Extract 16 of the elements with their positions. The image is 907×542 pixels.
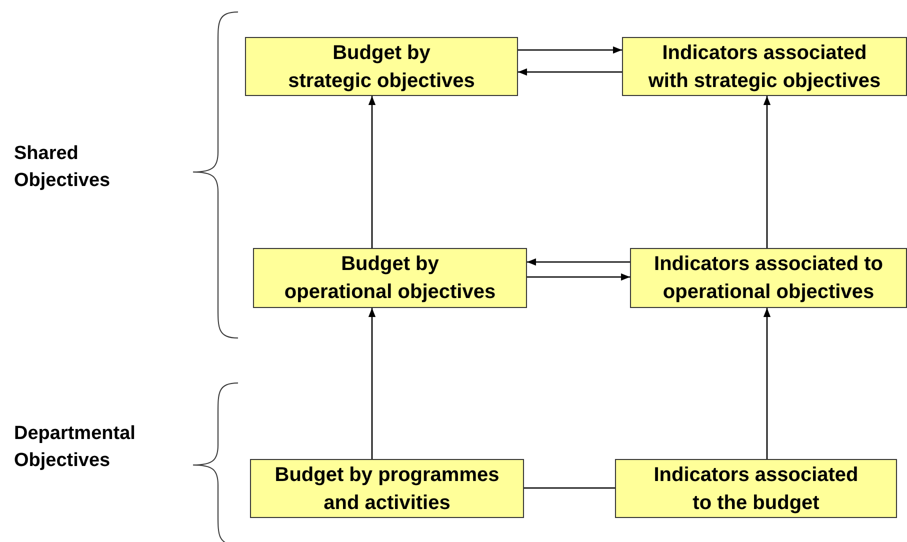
group-label: Departmental Objectives	[14, 422, 136, 473]
arrow	[763, 96, 771, 248]
arrow	[518, 46, 622, 54]
process-box: Indicators associated to the budget	[615, 459, 897, 518]
arrow	[527, 273, 630, 281]
process-box: Budget by strategic objectives	[245, 37, 518, 96]
process-box: Indicators associated with strategic objectives	[622, 37, 907, 96]
arrow	[368, 96, 376, 248]
arrow	[763, 308, 771, 459]
process-box: Indicators associated to operational objectives	[630, 248, 907, 308]
group-label: Shared Objectives	[14, 142, 112, 193]
process-box: Budget by programmes and activities	[250, 459, 524, 518]
arrow	[368, 308, 376, 459]
arrow	[527, 258, 630, 266]
process-box: Budget by operational objectives	[253, 248, 527, 308]
arrow	[518, 68, 622, 76]
